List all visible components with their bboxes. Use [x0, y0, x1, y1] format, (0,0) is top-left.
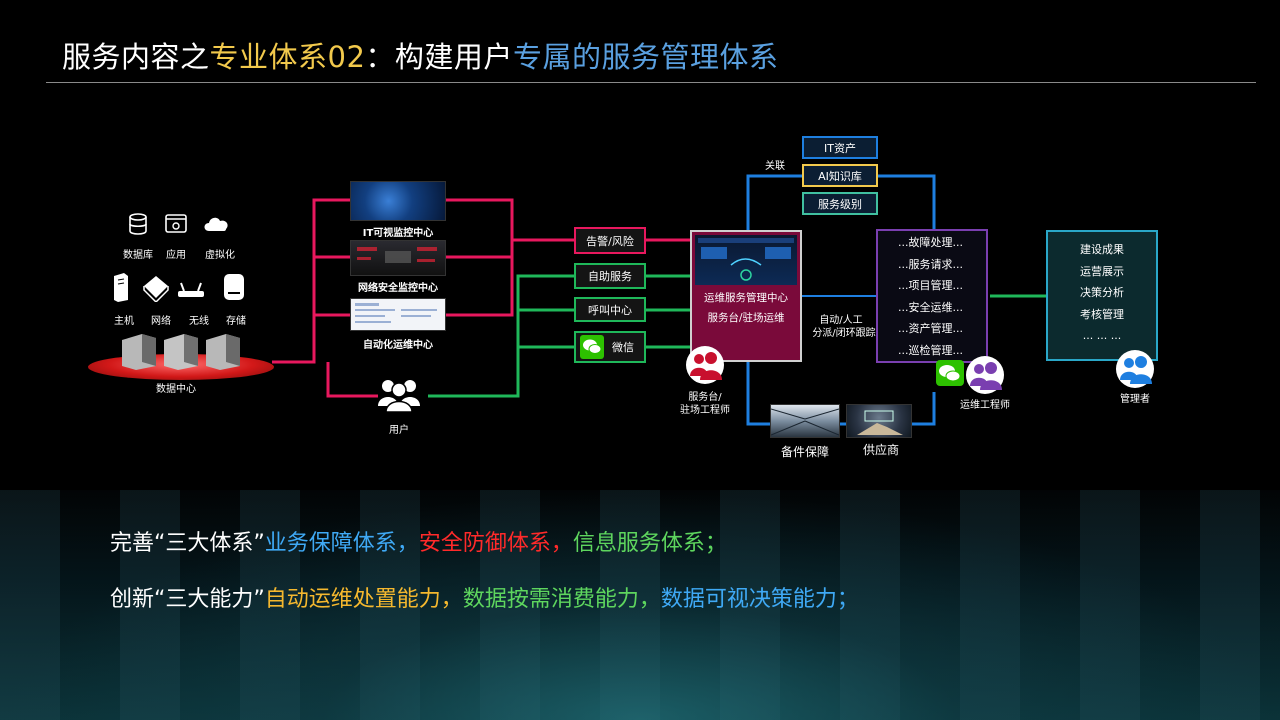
application-icon — [164, 213, 188, 235]
it-monitor-thumbnail — [350, 181, 446, 221]
label-ops-engineer: 运维工程师 — [960, 400, 1010, 411]
process-item-project: ...项目管理... — [898, 279, 963, 292]
statement-2-auto-ops: 自动运维处置能力， — [264, 587, 463, 612]
ai-knowledge-base-box: AI知识库 — [802, 164, 878, 187]
process-item-fault: ...故障处理... — [898, 236, 963, 249]
cloud-icon — [202, 213, 232, 235]
output-achievement: 建设成果 — [1080, 243, 1124, 256]
alert-risk-box: 告警/风险 — [574, 227, 646, 254]
statement-2-data-visual: 数据可视决策能力； — [660, 587, 859, 612]
label-database: 数据库 — [123, 250, 153, 261]
line-dc-to-user — [326, 362, 378, 398]
dispatch-label-line-2: 分派/闭环跟踪 — [812, 328, 876, 339]
title-part-2: 专业体系02 — [209, 40, 366, 74]
page-title: 服务内容之专业体系02：构建用户专属的服务管理体系 — [62, 34, 778, 76]
spare-parts-thumbnail — [770, 404, 840, 438]
label-user: 用户 — [389, 425, 409, 436]
relate-label: 关联 — [765, 161, 785, 172]
title-part-3: ：构建用户 — [365, 40, 513, 74]
statement-three-systems: 完善“三大体系”业务保障体系，安全防御体系，信息服务体系； — [110, 525, 727, 557]
automation-center-label: 自动化运维中心 — [363, 340, 433, 351]
statement-1-business: 业务保障体系， — [264, 531, 419, 556]
helpdesk-engineer-icon — [686, 346, 724, 384]
service-level-box: 服务级别 — [802, 192, 878, 215]
label-vendor: 供应商 — [862, 443, 899, 457]
process-item-inspection: ...巡检管理... — [898, 343, 963, 357]
statement-1-security: 安全防御体系， — [418, 531, 573, 556]
process-list-box: ...故障处理... ...服务请求... ...项目管理... ...安全运维… — [876, 229, 988, 363]
statement-2-prefix: 创新“三大能力” — [110, 587, 265, 612]
line-user-to-selfservice — [428, 274, 574, 398]
host-server-icon — [110, 272, 130, 302]
label-virtualization: 虚拟化 — [205, 250, 235, 261]
statement-1-prefix: 完善“三大体系” — [110, 531, 265, 556]
control-room-background — [0, 490, 1280, 720]
it-monitor-label: IT可视监控中心 — [362, 228, 434, 239]
ops-center-subtitle: 服务台/驻场运维 — [707, 312, 785, 324]
automation-center-thumbnail — [350, 298, 446, 331]
label-storage: 存储 — [226, 316, 246, 327]
storage-icon — [222, 272, 246, 302]
label-network: 网络 — [151, 316, 171, 327]
it-asset-box: IT资产 — [802, 136, 878, 159]
output-assessment: 考核管理 — [1080, 307, 1124, 321]
wechat-icon — [580, 335, 604, 359]
security-monitor-label: 网络安全监控中心 — [358, 283, 438, 294]
network-switch-icon — [142, 274, 170, 304]
wechat-label: 微信 — [612, 341, 634, 354]
title-part-4: 专属的服务管理体系 — [512, 40, 779, 74]
statement-2-data-consume: 数据按需消费能力， — [462, 587, 661, 612]
helpdesk-label-line-2: 驻场工程师 — [680, 405, 730, 416]
wireless-router-icon — [176, 282, 206, 300]
users-group-icon — [376, 376, 422, 413]
label-datacenter: 数据中心 — [156, 384, 196, 395]
self-service-box: 自助服务 — [574, 263, 646, 289]
label-spare-parts: 备件保障 — [780, 445, 829, 459]
call-center-box: 呼叫中心 — [574, 297, 646, 322]
ops-dashboard-thumbnail — [695, 235, 797, 285]
wechat-box: 微信 — [574, 331, 646, 363]
title-divider — [46, 82, 1256, 83]
engineer-wechat-icon — [936, 360, 964, 386]
statement-1-info: 信息服务体系； — [572, 531, 727, 556]
process-item-asset: ...资产管理... — [898, 322, 963, 335]
statement-three-capabilities: 创新“三大能力”自动运维处置能力，数据按需消费能力，数据可视决策能力； — [110, 581, 859, 613]
label-host: 主机 — [114, 316, 134, 327]
vendor-thumbnail — [846, 404, 912, 438]
title-part-1: 服务内容之 — [62, 40, 210, 74]
database-icon — [126, 212, 150, 236]
output-more: ... ... ... — [1082, 329, 1122, 342]
process-item-security: ...安全运维... — [898, 300, 963, 314]
datacenter-servers-icon — [116, 330, 252, 370]
manager-icon — [1116, 350, 1154, 388]
output-operation-display: 运营展示 — [1080, 264, 1124, 278]
label-wireless: 无线 — [189, 316, 209, 327]
label-application: 应用 — [166, 250, 186, 261]
ops-engineer-icon — [966, 356, 1004, 394]
label-manager: 管理者 — [1120, 394, 1150, 405]
dispatch-label-line-1: 自动/人工 — [819, 315, 863, 326]
outputs-box: 建设成果 运营展示 决策分析 考核管理 ... ... ... — [1046, 230, 1158, 361]
helpdesk-label-line-1: 服务台/ — [688, 392, 722, 403]
ops-center-title: 运维服务管理中心 — [704, 292, 788, 304]
ops-service-center-box: 运维服务管理中心 服务台/驻场运维 — [690, 230, 802, 362]
output-decision-analysis: 决策分析 — [1080, 286, 1124, 299]
line-bottom-loop — [746, 362, 936, 426]
line-dc-to-monitor-1 — [272, 198, 350, 364]
security-monitor-thumbnail — [350, 240, 446, 276]
process-item-request: ...服务请求... — [898, 257, 963, 271]
